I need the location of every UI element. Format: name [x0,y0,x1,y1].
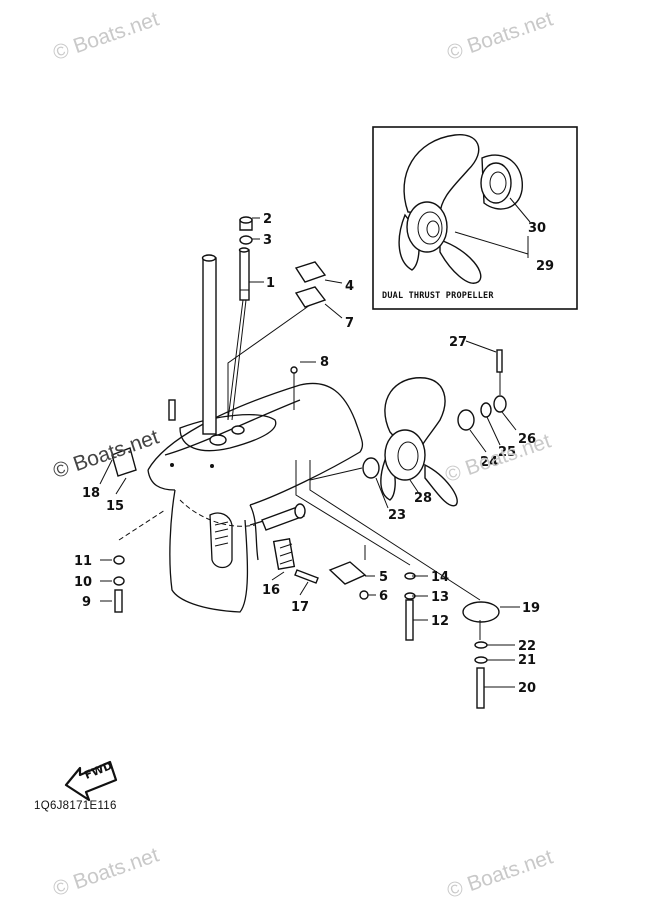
callout-30: 30 [528,221,546,236]
callout-leaders [99,217,520,688]
part-15-18-fitting [111,399,319,584]
callout-5: 5 [379,570,388,585]
fwd-arrow-icon [64,760,118,802]
callout-23: 23 [388,508,406,523]
callout-9: 9 [82,595,91,610]
lower-unit-housing [147,382,364,613]
callout-6: 6 [379,589,388,604]
callout-21: 21 [518,653,536,668]
callout-19: 19 [522,601,540,616]
propeller-assembly [309,349,507,507]
callout-15: 15 [106,499,124,514]
callout-29: 29 [536,259,554,274]
callout-14: 14 [431,570,449,585]
callout-27: 27 [449,335,467,350]
drawing-code: 1Q6J8171E116 [34,800,117,812]
callout-25: 25 [498,445,516,460]
callout-3: 3 [263,233,272,248]
part-2-3-collar [239,216,253,245]
callout-1: 1 [266,276,275,291]
part-4-7-pads [227,261,327,420]
callout-2: 2 [263,212,272,227]
callout-numbers: 1 2 3 4 5 6 7 8 9 10 11 12 13 14 15 16 1… [74,212,554,696]
inset-caption: DUAL THRUST PROPELLER [382,291,494,301]
callout-10: 10 [74,575,92,590]
callout-28: 28 [414,491,432,506]
left-fasteners [113,509,166,613]
dual-thrust-propeller-inset-box [372,126,578,310]
callout-12: 12 [431,614,449,629]
callout-22: 22 [518,639,536,654]
callout-8: 8 [320,355,329,370]
callout-18: 18 [82,486,100,501]
drive-shaft-and-water-tube [201,247,250,435]
callout-13: 13 [431,590,449,605]
callout-16: 16 [262,583,280,598]
callout-20: 20 [518,681,536,696]
trim-tab-and-bolts [295,460,500,709]
part-8-screw [290,366,298,410]
callout-17: 17 [291,600,309,615]
part-5-6-anode [328,545,369,600]
inset-dual-thrust-propeller [398,134,531,284]
callout-11: 11 [74,554,92,569]
callout-24: 24 [480,455,498,470]
callout-7: 7 [345,316,354,331]
callout-26: 26 [518,432,536,447]
callout-4: 4 [345,279,354,294]
